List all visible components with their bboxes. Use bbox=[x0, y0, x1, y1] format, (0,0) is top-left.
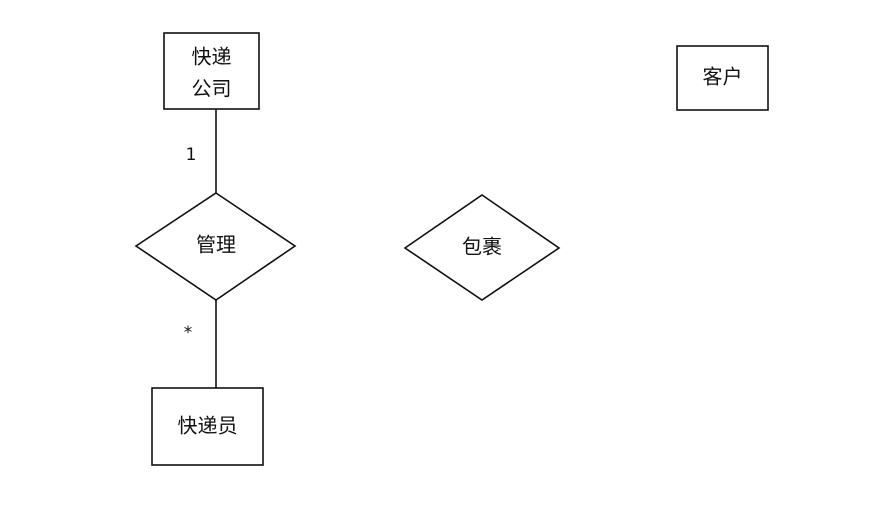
entity-customer-label: 客户 bbox=[703, 65, 743, 89]
entity-courier-company[interactable]: 快递 公司 bbox=[163, 32, 260, 110]
relationship-parcel-diamond bbox=[403, 194, 561, 301]
relationship-manage-label: 管理 bbox=[196, 233, 236, 257]
relationship-parcel-label: 包裹 bbox=[462, 235, 502, 259]
entity-courier[interactable]: 快递员 bbox=[151, 387, 264, 466]
relationship-manage[interactable]: 管理 bbox=[134, 192, 297, 301]
multiplicity-company-side: 1 bbox=[186, 145, 197, 165]
relationship-parcel[interactable]: 包裹 bbox=[403, 194, 561, 301]
entity-courier-company-label-line1: 快递 bbox=[192, 45, 232, 69]
entity-customer-box bbox=[676, 45, 769, 111]
entity-customer[interactable]: 客户 bbox=[676, 45, 769, 111]
entity-courier-company-box bbox=[163, 32, 260, 110]
multiplicity-courier-side: * bbox=[184, 323, 193, 343]
entity-courier-company-label-line2: 公司 bbox=[192, 77, 232, 101]
entity-courier-box bbox=[151, 387, 264, 466]
relationship-manage-diamond bbox=[134, 192, 297, 301]
entity-courier-label: 快递员 bbox=[178, 414, 238, 438]
